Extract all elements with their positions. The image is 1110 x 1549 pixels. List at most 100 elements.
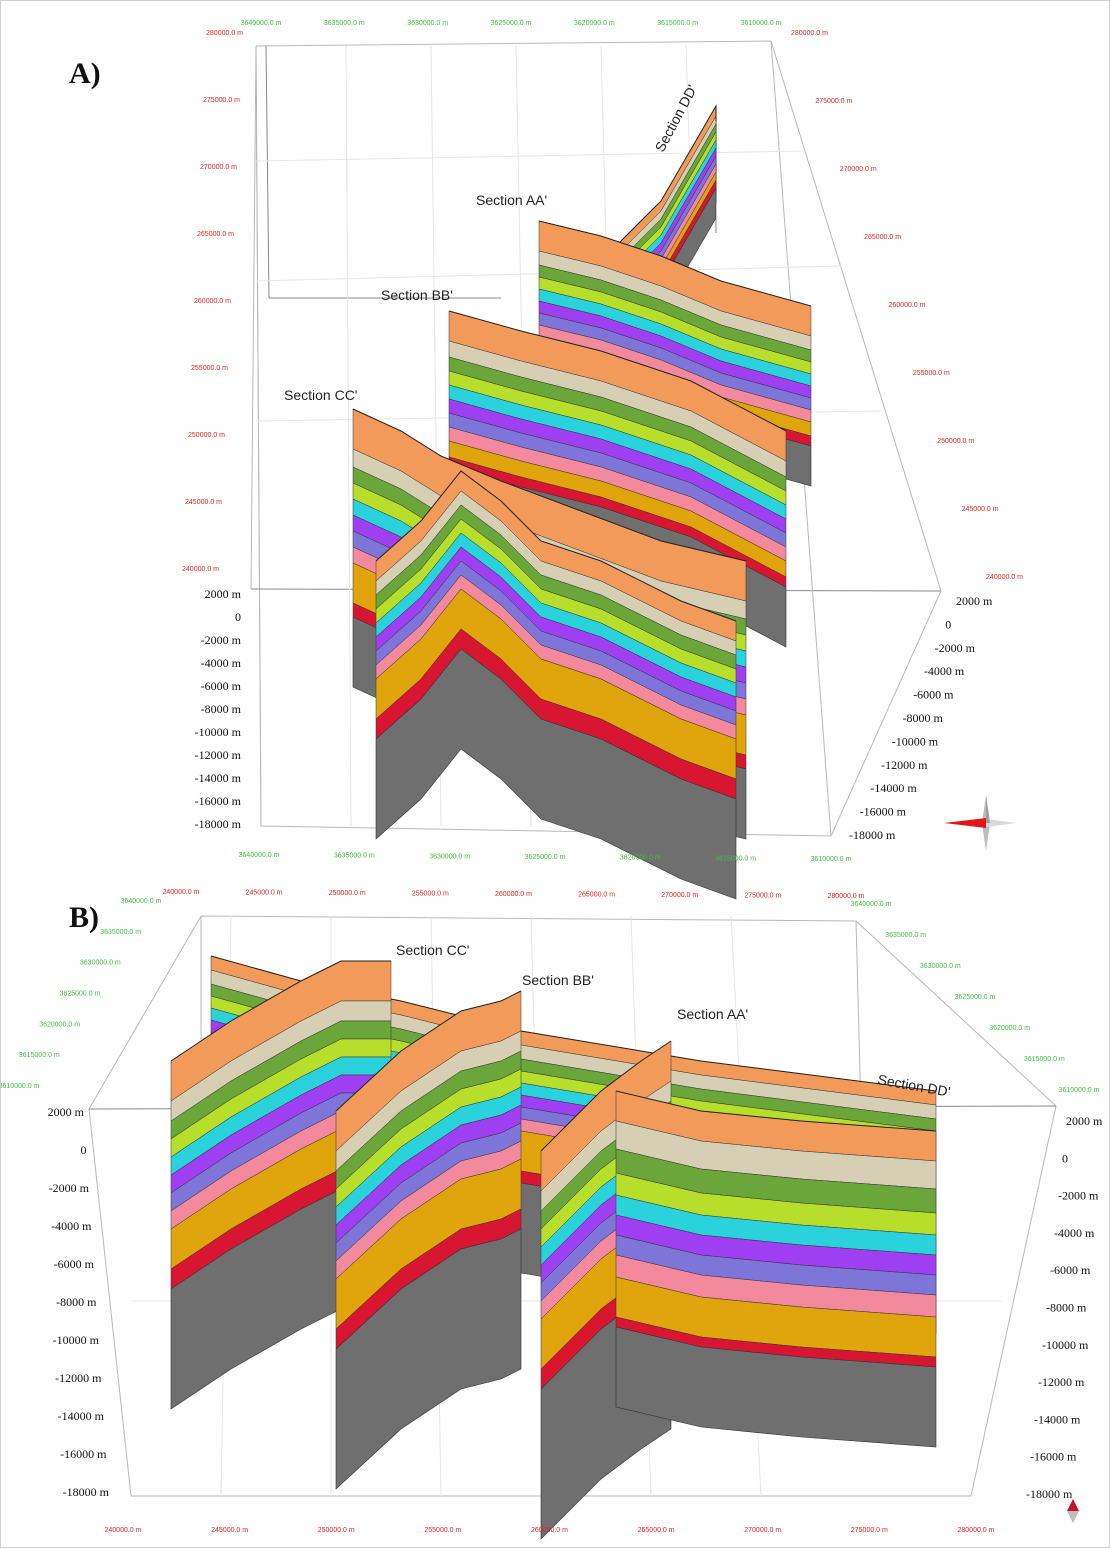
northing-tick-label: 245000.0 m bbox=[962, 506, 999, 513]
section-cc-b-top-edge bbox=[170, 960, 391, 1062]
panel-b-label: B) bbox=[69, 901, 99, 934]
northing-tick-label: 280000.0 m bbox=[958, 1527, 995, 1534]
northing-tick-label: 260000.0 m bbox=[889, 302, 926, 309]
northing-tick-label: 270000.0 m bbox=[661, 892, 698, 899]
section-bb-b-top-edge bbox=[335, 990, 522, 1112]
northing-tick-label: 280000.0 m bbox=[791, 30, 828, 37]
section-cc-front-top-edge bbox=[375, 470, 737, 622]
depth-tick-label: -2000 m bbox=[49, 1181, 90, 1195]
depth-tick-label: 0 bbox=[1062, 1151, 1068, 1165]
northing-tick-label: 260000.0 m bbox=[194, 298, 231, 305]
north-arrow-icon-b bbox=[1067, 1499, 1079, 1523]
northing-tick-label: 270000.0 m bbox=[744, 1527, 781, 1534]
depth-tick-label: 0 bbox=[235, 610, 241, 624]
depth-tick-label: -2000 m bbox=[1058, 1189, 1099, 1203]
depth-tick-label: -18000 m bbox=[849, 828, 896, 842]
panel-b-frame-edge bbox=[855, 920, 862, 1112]
depth-tick-label: -16000 m bbox=[1030, 1450, 1077, 1464]
depth-tick-label: -14000 m bbox=[58, 1409, 105, 1423]
depth-tick-label: -14000 m bbox=[870, 781, 917, 795]
easting-tick-label: 3640000.0 m bbox=[121, 898, 162, 905]
easting-tick-label: 3625000.0 m bbox=[491, 20, 532, 27]
northing-tick-label: 280000.0 m bbox=[828, 893, 865, 900]
depth-tick-label: -4000 m bbox=[1054, 1226, 1095, 1240]
northing-tick-label: 240000.0 m bbox=[182, 566, 219, 573]
northing-tick-label: 250000.0 m bbox=[188, 432, 225, 439]
easting-tick-label: 3635000.0 m bbox=[885, 932, 926, 939]
depth-tick-label: -8000 m bbox=[201, 702, 242, 716]
northing-tick-label: 250000.0 m bbox=[937, 438, 974, 445]
section-aa-front-b-top-edge bbox=[615, 1090, 937, 1132]
depth-tick-label: 2000 m bbox=[48, 1105, 85, 1119]
depth-tick-label: 2000 m bbox=[205, 587, 242, 601]
panel-a: Section DD' Section AA' Section BB' Sect… bbox=[69, 20, 1023, 900]
depth-tick-label: -10000 m bbox=[195, 725, 242, 739]
easting-tick-label: 3610000.0 m bbox=[741, 20, 782, 27]
easting-tick-label: 3640000.0 m bbox=[241, 20, 282, 27]
easting-tick-label: 3615000.0 m bbox=[1024, 1056, 1065, 1063]
depth-tick-label: -6000 m bbox=[913, 688, 954, 702]
easting-tick-label: 3625000.0 m bbox=[525, 854, 566, 861]
panel-b-ticks: 2000 m 0 -2000 m -4000 m -6000 m -8000 m -1000… bbox=[1, 889, 1103, 1534]
easting-tick-label: 3635000.0 m bbox=[324, 20, 365, 27]
section-cc-label-b: Section CC' bbox=[396, 942, 469, 958]
easting-tick-label: 3625000.0 m bbox=[60, 991, 101, 998]
northing-tick-label: 255000.0 m bbox=[913, 370, 950, 377]
depth-tick-label: -8000 m bbox=[56, 1295, 97, 1309]
depth-tick-label: -12000 m bbox=[55, 1371, 102, 1385]
depth-tick-label: -18000 m bbox=[1026, 1487, 1073, 1501]
northing-tick-label: 250000.0 m bbox=[329, 890, 366, 897]
easting-tick-label: 3610000.0 m bbox=[811, 856, 852, 863]
depth-tick-label: -8000 m bbox=[1046, 1301, 1087, 1315]
panel-a-frame-edge bbox=[255, 45, 262, 827]
easting-tick-label: 3630000.0 m bbox=[920, 963, 961, 970]
northing-tick-label: 260000.0 m bbox=[531, 1527, 568, 1534]
depth-tick-label: -4000 m bbox=[201, 656, 242, 670]
depth-tick-label: -16000 m bbox=[860, 805, 907, 819]
depth-tick-label: 2000 m bbox=[1066, 1114, 1103, 1128]
depth-tick-label: -14000 m bbox=[1034, 1412, 1081, 1426]
north-arrow-icon bbox=[944, 795, 1016, 851]
easting-tick-label: 3640000.0 m bbox=[851, 901, 892, 908]
easting-tick-label: 3635000.0 m bbox=[100, 929, 141, 936]
depth-tick-label: -12000 m bbox=[1038, 1375, 1085, 1389]
northing-tick-label: 280000.0 m bbox=[206, 30, 243, 37]
northing-tick-label: 265000.0 m bbox=[197, 231, 234, 238]
northing-tick-label: 245000.0 m bbox=[185, 499, 222, 506]
depth-tick-label: -12000 m bbox=[195, 748, 242, 762]
depth-tick-label: 0 bbox=[81, 1143, 87, 1157]
panel-a-frame-edge bbox=[250, 45, 257, 590]
section-bb-b bbox=[335, 990, 522, 1490]
depth-tick-label: -10000 m bbox=[53, 1333, 100, 1347]
northing-tick-label: 240000.0 m bbox=[986, 574, 1023, 581]
section-cc-top-edge bbox=[352, 408, 747, 562]
easting-tick-label: 3640000.0 m bbox=[239, 852, 280, 859]
depth-tick-label: -6000 m bbox=[54, 1257, 95, 1271]
panel-b: Section CC' Section BB' Section AA' Sect… bbox=[1, 889, 1103, 1540]
section-dd-label: Section DD' bbox=[652, 82, 701, 154]
northing-tick-label: 275000.0 m bbox=[815, 98, 852, 105]
easting-tick-label: 3615000.0 m bbox=[19, 1052, 60, 1059]
section-bb-top-edge bbox=[448, 310, 787, 432]
depth-tick-label: -10000 m bbox=[1042, 1338, 1089, 1352]
depth-tick-label: -14000 m bbox=[195, 771, 242, 785]
panel-a-frame-edge bbox=[265, 45, 270, 299]
panel-a-label: A) bbox=[69, 57, 101, 90]
easting-tick-label: 3615000.0 m bbox=[715, 855, 756, 862]
northing-tick-label: 275000.0 m bbox=[851, 1527, 888, 1534]
section-bb-b-basement bbox=[335, 1228, 522, 1490]
northing-tick-label: 265000.0 m bbox=[578, 892, 615, 899]
northing-tick-label: 240000.0 m bbox=[163, 889, 200, 896]
section-bb-label: Section BB' bbox=[381, 287, 453, 303]
northing-tick-label: 250000.0 m bbox=[318, 1527, 355, 1534]
northing-tick-label: 245000.0 m bbox=[246, 890, 283, 897]
easting-tick-label: 3615000.0 m bbox=[657, 20, 698, 27]
panel-a-ticks: 2000 m0-2000 m-4000 m-6000 m-8000 m-1000… bbox=[182, 20, 1023, 863]
section-aa-front-b-basement bbox=[615, 1326, 937, 1448]
northing-tick-label: 240000.0 m bbox=[105, 1527, 142, 1534]
easting-tick-label: 3620000.0 m bbox=[989, 1025, 1030, 1032]
northing-tick-label: 275000.0 m bbox=[744, 893, 781, 900]
depth-tick-label: -10000 m bbox=[892, 734, 939, 748]
easting-tick-label: 3625000.0 m bbox=[955, 994, 996, 1001]
depth-tick-label: -18000 m bbox=[195, 817, 242, 831]
